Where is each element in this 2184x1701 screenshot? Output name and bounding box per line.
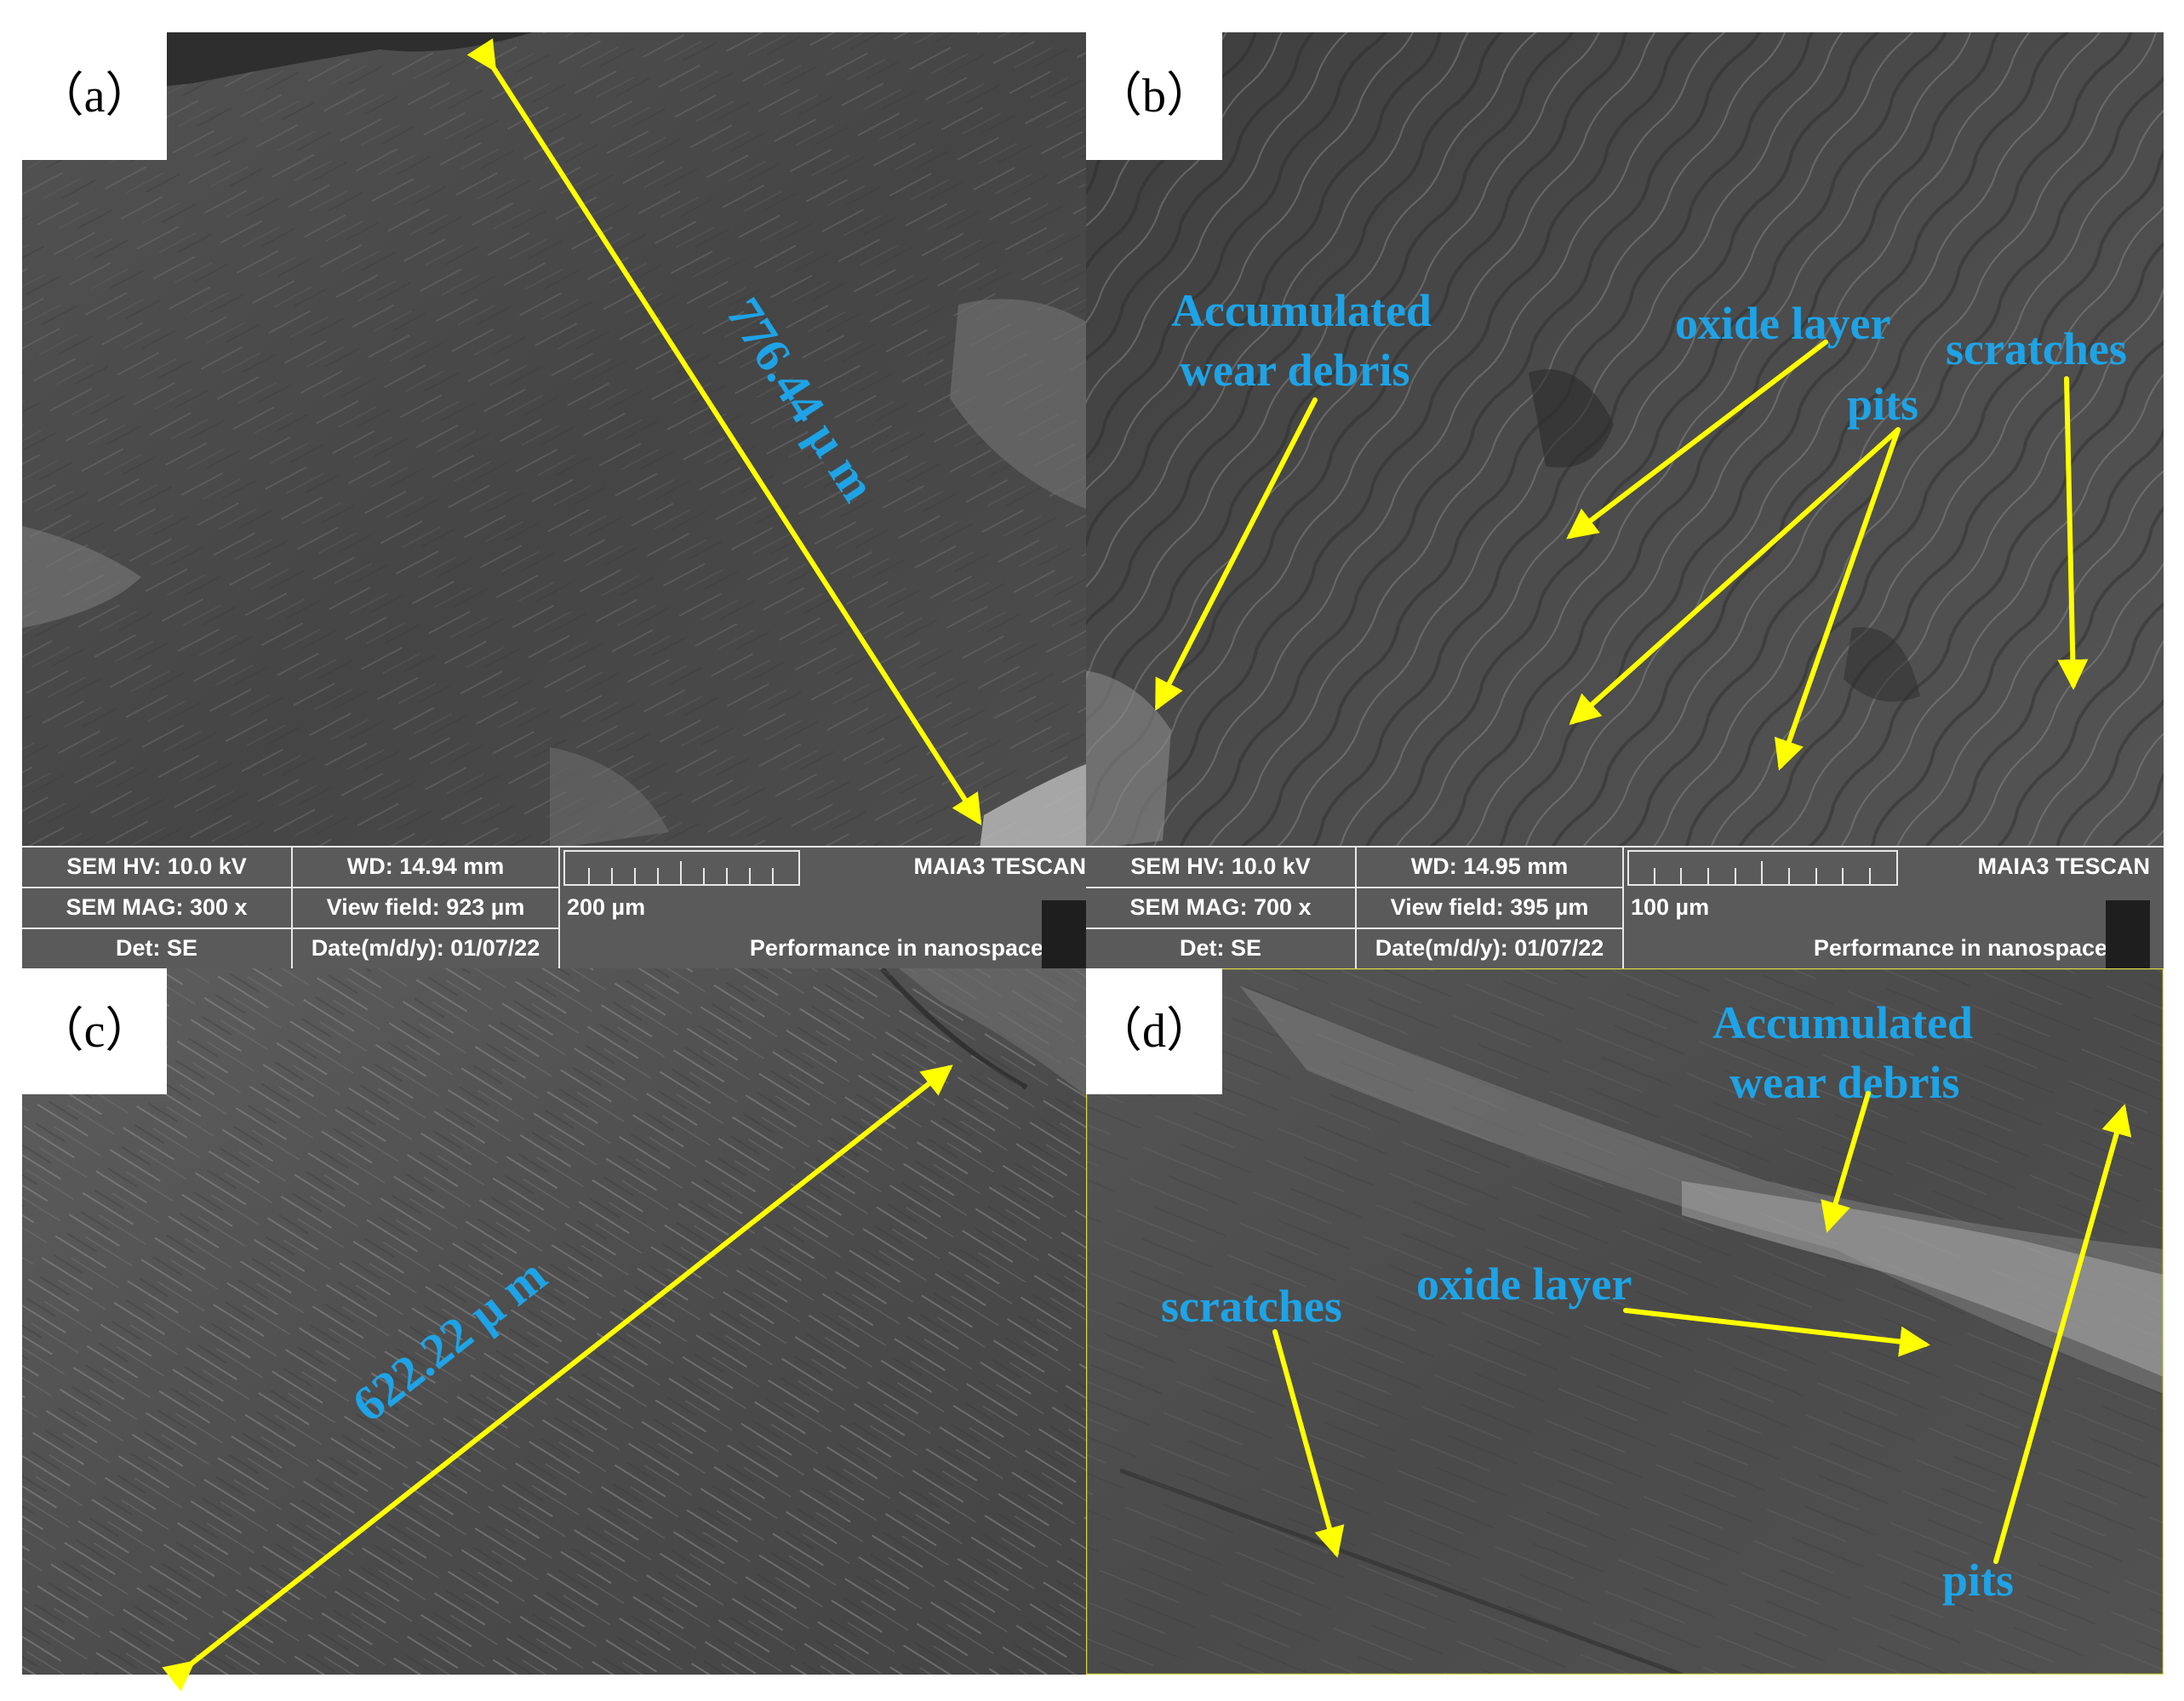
sem-date: Date(m/d/y): 01/07/22 bbox=[311, 935, 540, 961]
annotation-scratches-b: scratches bbox=[1946, 323, 2127, 374]
sem-scale-label: 200 µm bbox=[567, 894, 646, 920]
sem-scale-label: 100 µm bbox=[1631, 894, 1710, 920]
panel-label-c: （c） bbox=[22, 968, 167, 1094]
panel-b: （b） Accumulated wear debris oxide layer … bbox=[1086, 32, 2164, 968]
annotation-debris-d-line1: Accumulated bbox=[1712, 997, 1973, 1048]
panel-c: （c） bbox=[22, 968, 1086, 1675]
sem-mag: SEM MAG: 700 x bbox=[1129, 894, 1312, 920]
sem-image-b bbox=[1086, 32, 2164, 968]
sem-wd: WD: 14.94 mm bbox=[346, 853, 505, 879]
sem-brand: MAIA3 TESCAN bbox=[913, 853, 1086, 879]
sem-det: Det: SE bbox=[1179, 935, 1262, 961]
sem-date: Date(m/d/y): 01/07/22 bbox=[1375, 935, 1604, 961]
tescan-logo bbox=[1042, 900, 1086, 968]
panel-label-b: （b） bbox=[1086, 32, 1222, 160]
panel-label-d: （d） bbox=[1086, 968, 1222, 1094]
sem-det: Det: SE bbox=[115, 935, 198, 961]
sem-view-field: View field: 923 µm bbox=[326, 894, 525, 920]
panel-a: （a） SEM HV: 10.0 kV WD: 14.94 mm MAIA3 T… bbox=[22, 32, 1086, 968]
sem-wd: WD: 14.95 mm bbox=[1410, 853, 1569, 879]
sem-info-bar-b: SEM HV: 10.0 kV WD: 14.95 mm MAIA3 TESCA… bbox=[1086, 846, 2164, 968]
annotation-scratches-d: scratches bbox=[1161, 1281, 1342, 1332]
sem-image-c bbox=[22, 968, 1086, 1675]
annotation-pits-b: pits bbox=[1847, 379, 1919, 430]
sem-image-a bbox=[22, 32, 1086, 968]
annotation-oxide-b: oxide layer bbox=[1675, 298, 1891, 349]
annotation-debris-d-line2: wear debris bbox=[1729, 1057, 1960, 1108]
sem-view-field: View field: 395 µm bbox=[1390, 894, 1589, 920]
tescan-logo bbox=[2106, 900, 2150, 968]
annotation-pits-d: pits bbox=[1942, 1555, 2015, 1606]
annotation-debris-b-line1: Accumulated bbox=[1171, 285, 1432, 336]
sem-hv: SEM HV: 10.0 kV bbox=[1130, 853, 1311, 879]
sem-tagline: Performance in nanospace bbox=[1813, 935, 2107, 961]
panel-d: （d） Accumulated wear debris oxide layer … bbox=[1086, 968, 2164, 1675]
scale-bar-a bbox=[563, 850, 800, 886]
annotation-oxide-d: oxide layer bbox=[1416, 1259, 1632, 1310]
sem-tagline: Performance in nanospace bbox=[749, 935, 1043, 961]
sem-brand: MAIA3 TESCAN bbox=[1977, 853, 2150, 879]
sem-info-bar-a: SEM HV: 10.0 kV WD: 14.94 mm MAIA3 TESCA… bbox=[22, 846, 1086, 968]
sem-hv: SEM HV: 10.0 kV bbox=[66, 853, 247, 879]
scale-bar-b bbox=[1627, 850, 1898, 886]
panel-label-a: （a） bbox=[22, 32, 167, 160]
annotation-debris-b-line2: wear debris bbox=[1180, 345, 1410, 396]
sem-mag: SEM MAG: 300 x bbox=[66, 894, 248, 920]
